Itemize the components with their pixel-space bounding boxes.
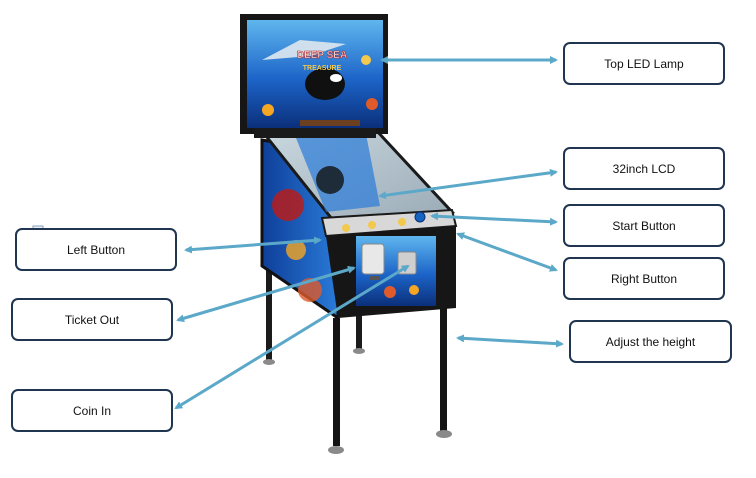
arrow-start (430, 212, 558, 226)
reef-fish-1 (262, 104, 274, 116)
arrows (174, 56, 564, 410)
arrow-coin (174, 264, 410, 410)
callout-label: Left Button (66, 242, 126, 257)
front-art-fish2 (409, 285, 419, 295)
panel-button-mid2 (398, 218, 406, 226)
arrow-left (184, 236, 322, 254)
backbox-title: DEEP SEA (297, 50, 347, 61)
lcd-orca-art (316, 166, 344, 194)
arrow-lcd (378, 168, 558, 200)
panel-button-mid (368, 221, 376, 229)
callout-adjust-height: Adjust the height (569, 320, 732, 363)
start-button-knob (414, 211, 426, 223)
leg-back-left (266, 262, 272, 360)
callout-coin-in: Coin In (11, 389, 173, 432)
leg-front-right (440, 308, 447, 432)
front-art-fish (384, 286, 396, 298)
foot-front-right (436, 430, 452, 438)
arrow-right (456, 232, 558, 272)
backbox-subtitle: TREASURE (303, 65, 342, 72)
arrow-height (456, 334, 564, 348)
ticket-slot (370, 276, 380, 280)
callout-ticket-out: Ticket Out (11, 298, 173, 341)
panel-button-left (342, 224, 350, 232)
shark-art (262, 40, 346, 60)
callout-label: Ticket Out (64, 312, 120, 327)
callout-label: Right Button (610, 271, 678, 286)
callout-right-button: Right Button (563, 257, 725, 300)
backbox-neck (254, 128, 376, 138)
callout-label: Start Button (612, 218, 676, 233)
reef-bottom (300, 120, 360, 126)
callout-label: Top LED Lamp (604, 56, 684, 71)
callout-label: Coin In (72, 403, 112, 418)
side-art-emblem (272, 189, 304, 221)
callout-start-button: Start Button (563, 204, 725, 247)
foot-back-left (263, 359, 275, 365)
callout-lcd: 32inch LCD (563, 147, 725, 190)
foot-front-left (328, 446, 344, 454)
callout-label: 32inch LCD (612, 161, 676, 176)
callout-top-led-lamp: Top LED Lamp (563, 42, 725, 85)
foot-back-right (353, 348, 365, 354)
reef-fish-3 (366, 98, 378, 110)
reef-fish-2 (361, 55, 371, 65)
ticket-dispenser (361, 243, 385, 275)
orca-eye-patch (330, 74, 342, 82)
callout-left-button: Left Button (15, 228, 177, 271)
callout-label: Adjust the height (605, 334, 696, 349)
orca-art (305, 68, 345, 100)
leg-front-left (333, 318, 340, 446)
